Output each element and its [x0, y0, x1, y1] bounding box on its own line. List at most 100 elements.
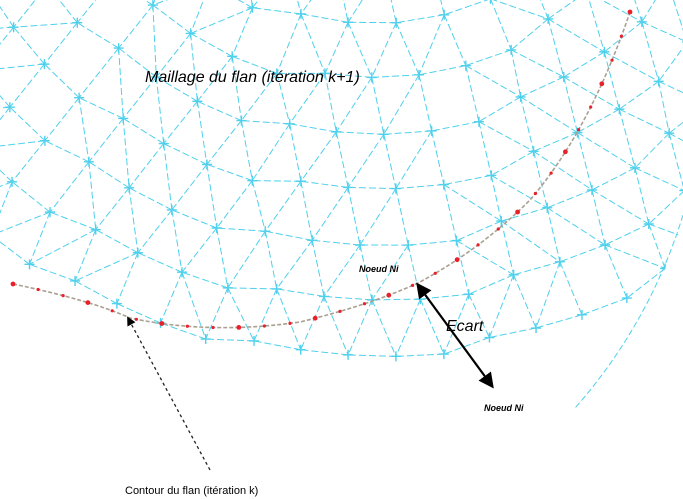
mesh-edge [535, 314, 583, 329]
mesh-edge [160, 322, 206, 340]
mesh-edge [74, 252, 139, 282]
mesh-edge [227, 287, 277, 290]
mesh-edge [547, 0, 587, 20]
mesh-node [70, 275, 81, 286]
mesh-edge [323, 244, 361, 297]
mesh-edge [240, 120, 253, 181]
mesh-edge [77, 22, 119, 49]
mesh-node [90, 224, 101, 235]
mesh-edge [604, 244, 628, 299]
mesh-edge [513, 274, 537, 329]
mesh-edge [478, 121, 492, 176]
mesh-edge [13, 22, 78, 28]
contour-pointer-arrow [127, 316, 211, 471]
mesh-edge [300, 349, 349, 356]
mesh-edge [300, 181, 313, 241]
contour-label: Contour du flan (itération k) [125, 485, 258, 497]
mesh-edge [0, 234, 30, 265]
mesh-node [247, 175, 258, 186]
mesh-node [158, 138, 169, 149]
mesh-edge [641, 21, 683, 43]
mesh-node [211, 222, 222, 233]
mesh-node [660, 263, 671, 274]
mesh-edge [407, 244, 421, 300]
mesh-node [319, 68, 330, 79]
mesh-edge [526, 0, 549, 20]
mesh-edge [205, 338, 255, 342]
mesh-edge [128, 143, 165, 189]
mesh-edge [171, 164, 208, 211]
mesh-edge [190, 0, 211, 34]
mesh-node [621, 293, 632, 304]
mesh-edge [634, 167, 650, 225]
mesh-edge [641, 0, 668, 23]
mesh-node [664, 128, 675, 139]
blank-contour [12, 11, 631, 329]
contour-node-dot [599, 81, 605, 87]
mesh-edge [205, 287, 229, 340]
mesh-edge [418, 74, 433, 132]
mesh-node [236, 115, 247, 126]
mesh-node [558, 72, 569, 83]
mesh-node [643, 218, 654, 229]
contour-node-dot [312, 315, 318, 321]
mesh-edge [156, 76, 198, 102]
mesh-edge [0, 63, 45, 72]
mesh-edge [668, 133, 683, 191]
mesh-node [45, 207, 56, 218]
mesh-edge [591, 189, 606, 246]
mesh-node [176, 267, 187, 278]
mesh-node [451, 235, 462, 246]
mesh-node [506, 44, 517, 55]
mesh-edge [190, 33, 198, 102]
mesh-edge [181, 227, 218, 273]
mesh-edge [252, 180, 301, 182]
mesh-node [8, 22, 19, 33]
mesh-edge [348, 354, 396, 357]
mesh-edge [300, 13, 349, 23]
mesh-edge [456, 240, 470, 295]
mesh-edge [501, 207, 548, 222]
contour-node-dot [589, 105, 593, 109]
mesh-edge [252, 0, 289, 9]
contour-node-dot [338, 309, 342, 313]
contour-node-dot [496, 227, 500, 231]
mesh-edge [395, 130, 433, 189]
mesh-edge [265, 230, 313, 241]
mesh-edge [444, 0, 491, 16]
mesh-edge [591, 167, 636, 191]
mesh-outer-boundary [574, 214, 683, 409]
mesh-edge [323, 296, 349, 356]
mesh-edge [264, 181, 302, 232]
mesh-edge [577, 108, 620, 134]
mesh-edge [520, 96, 578, 134]
gap-arrow [416, 282, 494, 389]
mesh-edge [431, 121, 479, 132]
mesh-edge [348, 186, 396, 190]
mesh-edge [312, 239, 361, 246]
mesh-edge [209, 0, 253, 9]
mesh-edge [347, 22, 373, 78]
mesh-edge [336, 131, 384, 135]
mesh-edge [418, 65, 466, 76]
contour-node-dot [454, 257, 460, 263]
mesh-edge [430, 0, 445, 15]
contour-node-dot [476, 243, 480, 247]
mesh-edge [620, 0, 643, 23]
mesh-edge [395, 22, 420, 76]
mesh-edge [311, 240, 325, 297]
mesh-edge [419, 298, 445, 355]
mesh-edge [300, 13, 326, 74]
mesh-node [249, 335, 260, 346]
mesh-edge [206, 163, 253, 182]
mesh-node [295, 344, 306, 355]
mesh-edge [190, 7, 253, 34]
mesh-edge [634, 132, 670, 169]
contour-node-dot [627, 9, 633, 15]
mesh-edge [44, 22, 78, 65]
mesh-edge [666, 0, 683, 43]
mesh-edge [311, 187, 349, 241]
mesh-edge [324, 72, 372, 78]
mesh-edge [49, 161, 90, 213]
mesh-edge [74, 280, 118, 305]
